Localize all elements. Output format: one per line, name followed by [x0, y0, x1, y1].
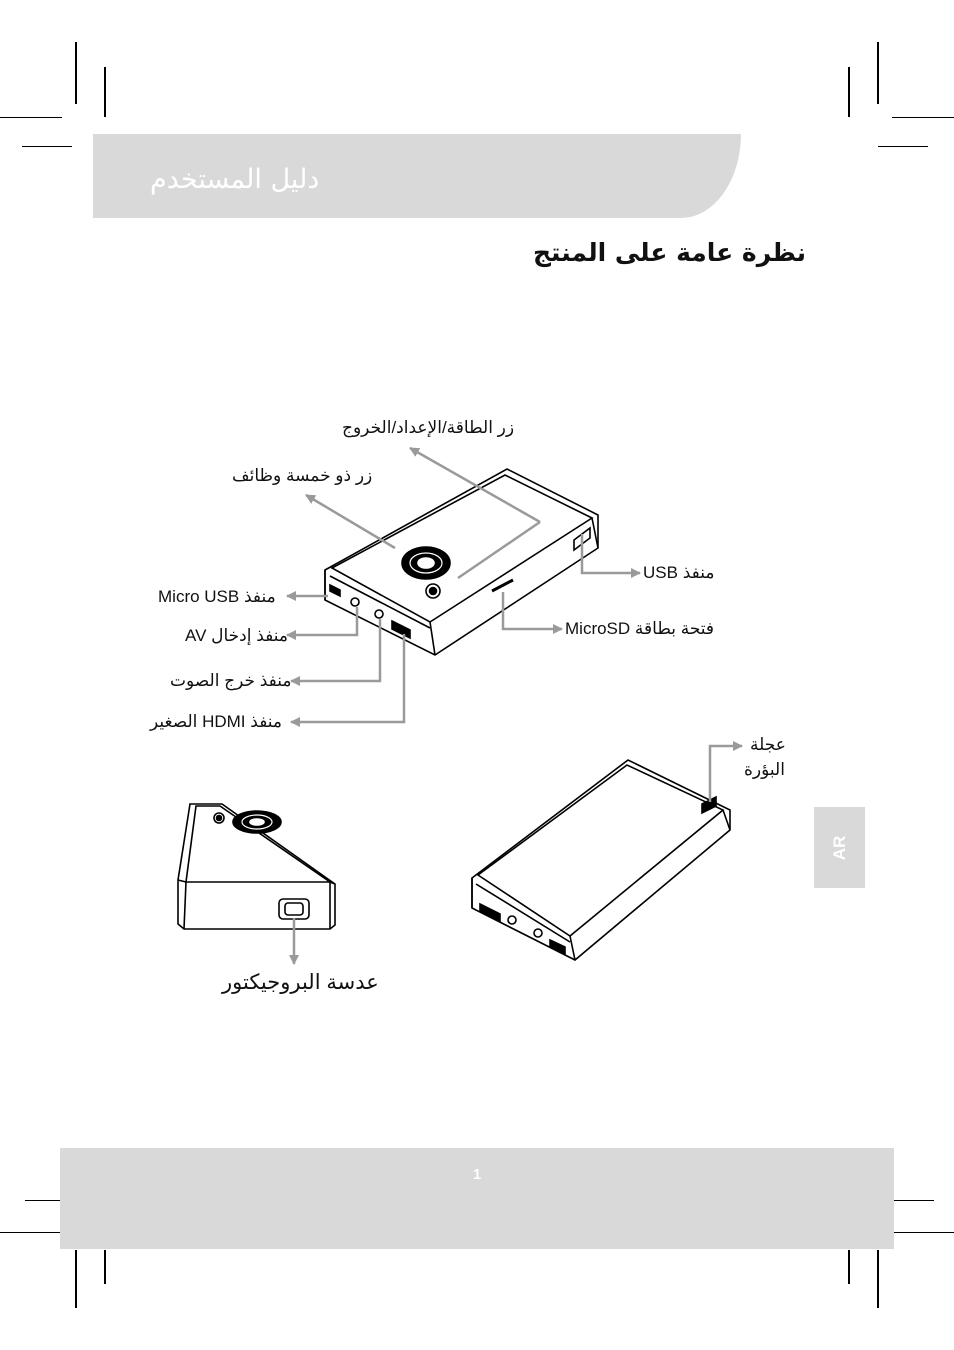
crop-mark [878, 146, 928, 147]
crop-mark [877, 1250, 879, 1308]
label-five-way-button: زر ذو خمسة وظائف [232, 466, 373, 485]
crop-mark [104, 67, 106, 117]
header-band [93, 134, 741, 218]
rear-device-illustration [177, 803, 336, 930]
crop-mark [877, 42, 879, 104]
crop-mark [22, 146, 72, 147]
crop-mark [848, 67, 850, 117]
page-header-title: دليل المستخدم [150, 164, 320, 195]
crop-mark [892, 117, 954, 118]
page-number: 1 [472, 1166, 482, 1183]
language-tab: AR [814, 807, 865, 888]
language-tab-label: AR [829, 835, 849, 860]
label-focus-wheel-line2: البؤرة [744, 760, 785, 779]
crop-mark [0, 117, 62, 118]
section-title: نظرة عامة على المنتج [533, 238, 806, 267]
crop-mark [894, 1200, 934, 1201]
label-microsd-slot: فتحة بطاقة MicroSD [565, 619, 715, 638]
label-projector-lens: عدسة البروجيكتور [222, 971, 379, 994]
footer-band: 1 [60, 1148, 894, 1249]
crop-mark [894, 1232, 954, 1233]
label-av-in-port: منفذ إدخال AV [185, 626, 288, 645]
label-audio-out-port: منفذ خرج الصوت [170, 671, 292, 690]
crop-mark [0, 1232, 60, 1233]
label-micro-usb-port: منفذ Micro USB [158, 587, 276, 606]
main-device-illustration [324, 468, 599, 656]
label-mini-hdmi-port: منفذ HDMI الصغير [150, 712, 283, 731]
label-usb-port: منفذ USB [643, 563, 715, 582]
callout-arrows [286, 446, 743, 965]
crop-mark [104, 1250, 106, 1284]
side-device-illustration [471, 759, 731, 961]
label-power-button: زر الطاقة/الإعداد/الخروج [342, 418, 515, 437]
crop-mark [75, 1250, 77, 1308]
crop-mark [75, 42, 77, 104]
crop-mark [848, 1250, 850, 1284]
crop-mark [25, 1200, 60, 1201]
label-focus-wheel: عجلة [750, 735, 786, 754]
